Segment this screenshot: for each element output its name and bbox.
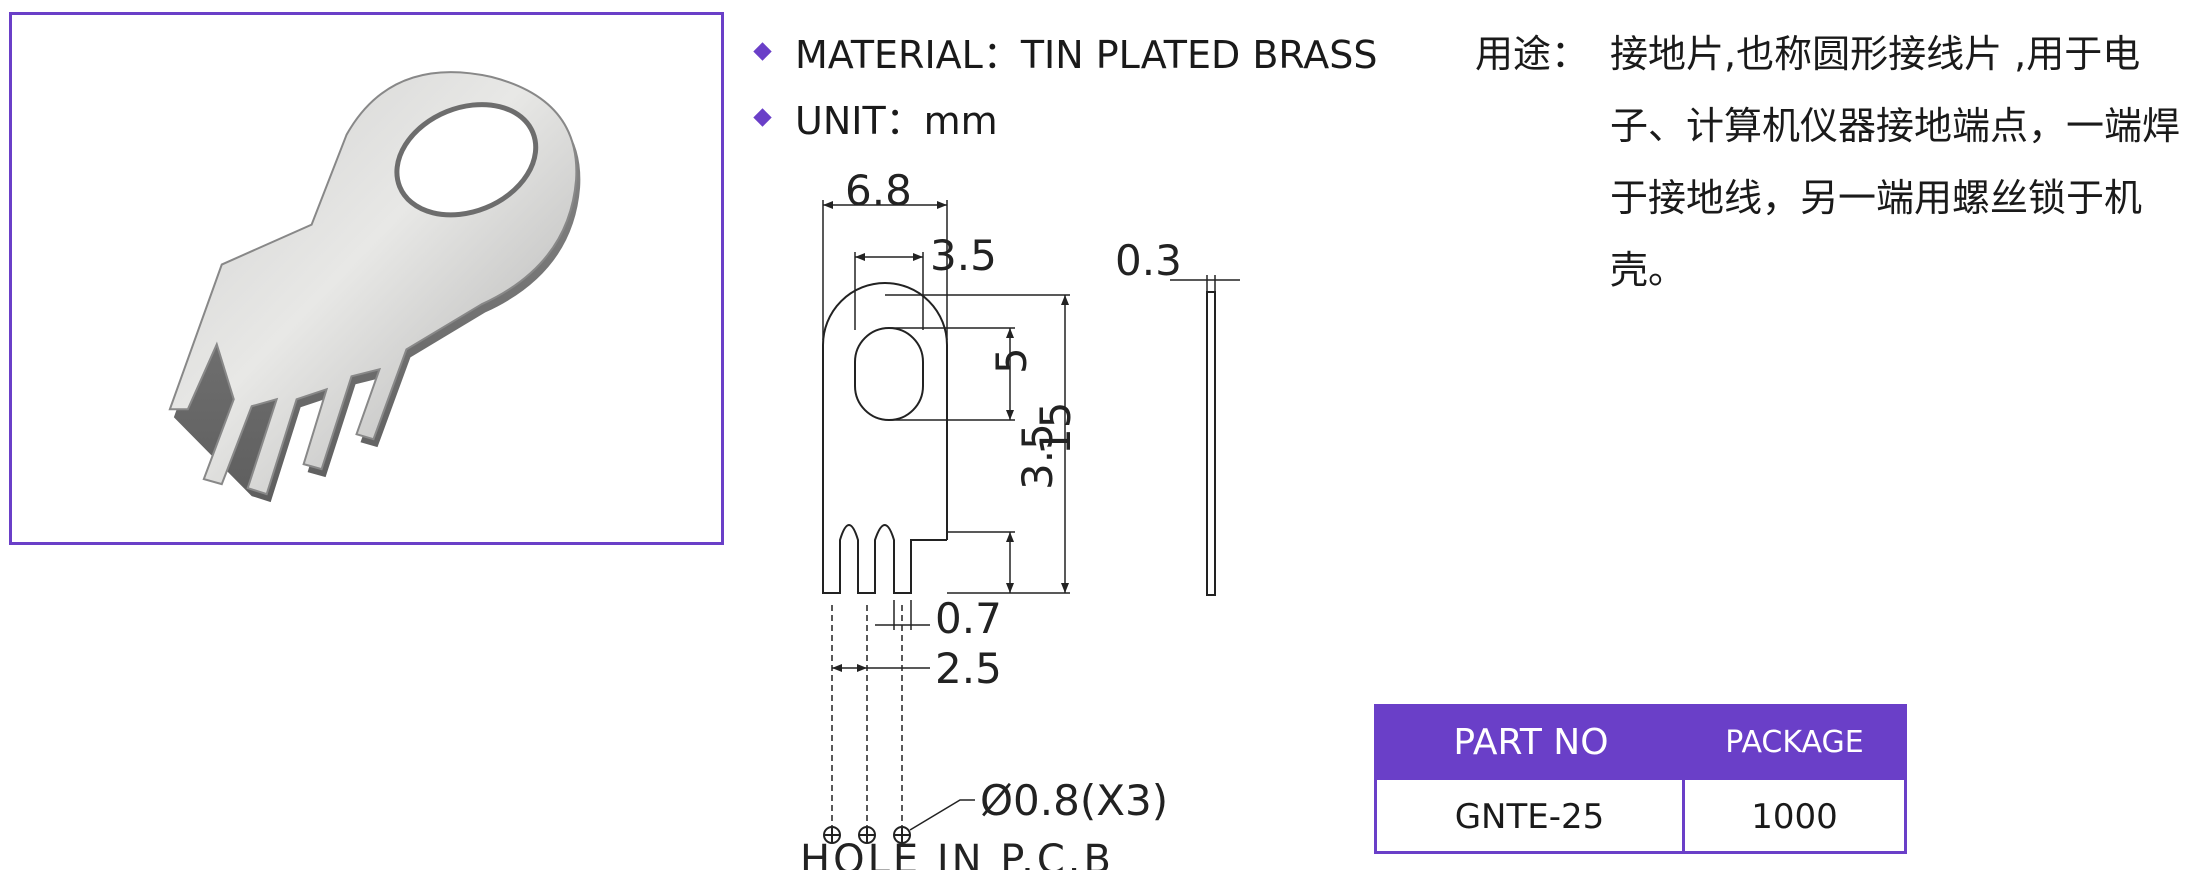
dim-total-width: 6.8 (845, 166, 912, 215)
cell-package: 1000 (1751, 797, 1838, 837)
dim-slot-depth: 3.5 (1013, 423, 1062, 490)
spec-list: MATERIAL：TIN PLATED BRASS UNIT：mm (752, 18, 1378, 150)
dim-hole-width: 3.5 (930, 231, 997, 280)
dim-pin-pitch: 2.5 (935, 644, 1002, 693)
dim-thickness: 0.3 (1115, 236, 1182, 285)
spec-unit: UNIT：mm (752, 84, 1378, 150)
dim-hole-diameter: Ø0.8(X3) (980, 776, 1168, 825)
header-package: PACKAGE (1725, 724, 1864, 760)
usage-label: 用途： (1475, 32, 1590, 76)
table-row: GNTE-25 1000 (1377, 777, 1904, 854)
diamond-bullet-icon (753, 41, 772, 61)
pcb-hole-label: HOLE IN P.C.B (800, 837, 1114, 870)
usage-text: 接地片,也称圆形接线片 ,用于电子、计算机仪器接地端点，一端焊于接地线，另一端用… (1610, 32, 2181, 292)
spec-material: MATERIAL：TIN PLATED BRASS (752, 18, 1378, 84)
grounding-lug-image (168, 71, 581, 503)
header-part-no: PART NO (1453, 721, 1609, 763)
unit-text: UNIT：mm (795, 98, 998, 143)
part-table: PART NO PACKAGE GNTE-25 1000 (1374, 704, 1907, 854)
dimension-drawing: 6.8 3.5 0.3 5 15 3.5 0.7 2.5 Ø0.8(X3) HO… (800, 166, 1240, 870)
dim-hole-height: 5 (987, 347, 1036, 374)
diamond-bullet-icon (753, 107, 772, 127)
product-photo (9, 12, 724, 545)
dim-pin-width: 0.7 (935, 594, 1002, 643)
technical-drawing: 6.8 3.5 0.3 5 15 3.5 0.7 2.5 Ø0.8(X3) HO… (770, 160, 1390, 870)
dim-body-height: 15 (1031, 402, 1080, 455)
material-text: MATERIAL：TIN PLATED BRASS (795, 32, 1378, 77)
cell-part-no: GNTE-25 (1377, 780, 1685, 854)
table-header-row: PART NO PACKAGE (1377, 707, 1904, 777)
